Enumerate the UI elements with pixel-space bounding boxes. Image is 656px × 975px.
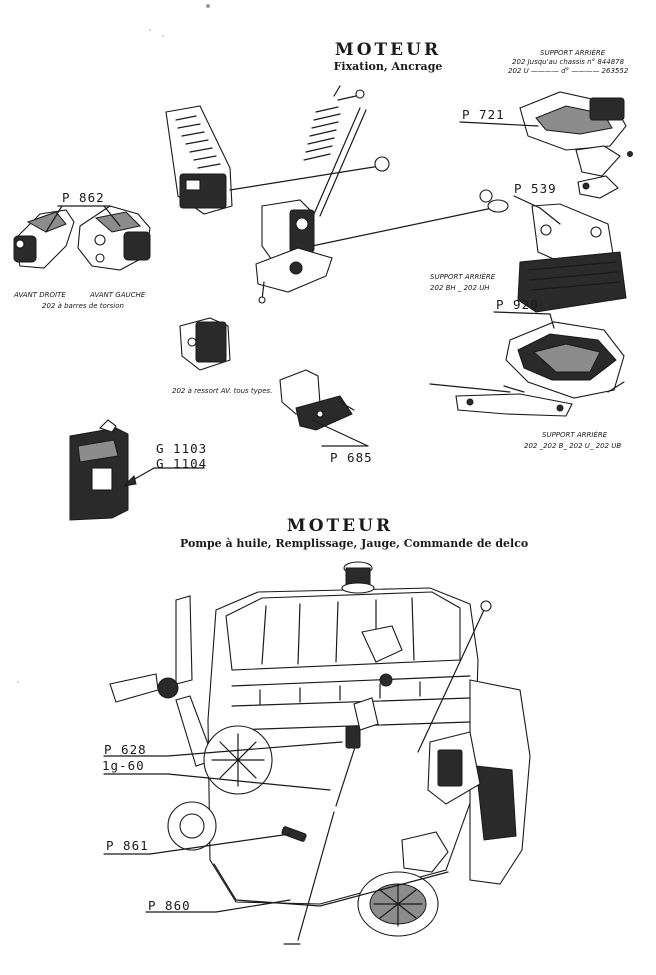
rear-support-p721-illustration — [519, 91, 633, 199]
engine-mount-assembly-illustration — [165, 85, 509, 304]
caption-support-bottom-models: 202 _202 B_ 202 U_ 202 UB — [524, 442, 622, 450]
bracket-p685-illustration — [279, 369, 355, 431]
rear-support-p920-illustration — [429, 321, 625, 417]
spring-bracket-illustration — [179, 317, 231, 371]
scan-specks — [17, 4, 210, 683]
ref-p539: P 539 — [514, 181, 557, 196]
caption-avant-droite: AVANT DROITE — [14, 291, 66, 299]
ref-p920: P 920 — [496, 297, 539, 312]
caption-avant-gauche: AVANT GAUCHE — [90, 291, 146, 299]
section2-subtitle: Pompe à huile, Remplissage, Jauge, Comma… — [180, 537, 529, 550]
leader-lines-top — [122, 121, 561, 487]
ref-p685: P 685 — [330, 450, 373, 465]
support-arriere-top-line2: 202 U ———— d° ———— 263552 — [508, 67, 629, 75]
section1-title: MOTEUR — [334, 40, 442, 60]
ref-p860: P 860 — [148, 898, 191, 913]
oil-can-illustration — [69, 419, 129, 521]
leader-lines-engine — [103, 741, 343, 913]
rear-support-p539-illustration — [517, 203, 627, 313]
caption-support-mid-heading: SUPPORT ARRIÈRE — [430, 273, 496, 281]
ref-p862: P 862 — [62, 190, 105, 205]
ref-p628: P 628 — [104, 742, 147, 757]
front-mount-illustration — [13, 205, 151, 271]
support-arriere-top-line1: 202 Jusqu'au chassis n° 844878 — [512, 58, 625, 66]
support-arriere-top-heading: SUPPORT ARRIÈRE — [540, 49, 606, 57]
caption-ressort: 202 à ressort AV. tous types. — [172, 387, 273, 395]
section2-title: MOTEUR — [286, 516, 394, 536]
ref-p861: P 861 — [106, 838, 149, 853]
ref-g1104: G 1104 — [156, 456, 208, 471]
caption-support-bottom-heading: SUPPORT ARRIÈRE — [542, 431, 608, 439]
ref-p721: P 721 — [462, 107, 505, 122]
caption-barres-torsion: 202 à barres de torsion — [42, 302, 124, 310]
section1-subtitle: Fixation, Ancrage — [333, 60, 443, 73]
caption-support-mid-models: 202 BH _ 202 UH — [430, 284, 490, 292]
ref-g1103: G 1103 — [156, 441, 208, 456]
engine-block-illustration — [109, 561, 531, 945]
ref-1g-60: 1g-60 — [102, 758, 145, 773]
